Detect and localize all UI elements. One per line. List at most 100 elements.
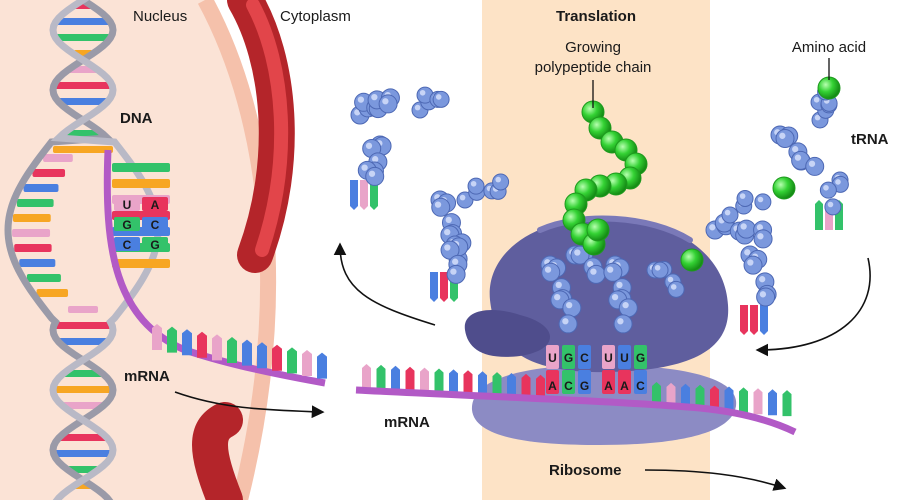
dna-base [16,199,54,207]
dna-backbone [4,0,117,500]
anticodon-letter: U [548,351,557,365]
dna-base-pair [55,34,111,41]
trna-bead-highlight [435,94,442,100]
dna-base-pair [112,259,170,268]
mrna-base [521,373,531,400]
anticodon-letter: U [604,351,613,365]
trna-bead [492,173,510,191]
mrna-base [227,337,237,363]
trna-anticodon-base [760,305,768,335]
trna-bead-highlight [759,291,767,298]
label-trna: tRNA [851,131,889,148]
trna-bead-highlight [419,89,426,96]
trna-bead-highlight [617,318,624,325]
dna-base-letter: C [151,218,160,232]
dna-base [12,229,51,237]
trna-bead [736,219,756,239]
mrna-base [449,369,458,396]
trna-bead [756,287,776,307]
dna-base-pair [62,370,104,377]
dna-base-pair [53,146,113,153]
anticodon-letter: C [580,351,589,365]
anticodon-base [618,345,631,369]
trna-bead [824,198,842,216]
trna-bead-highlight [794,154,802,161]
trna-bead-highlight [813,96,820,103]
trna-bead-highlight [607,266,614,273]
anticodon-base [546,345,559,369]
amino-acid [817,76,841,100]
mrna-base [724,386,734,413]
trna-anticodon-base [740,305,748,335]
rna-base [114,197,140,211]
dna-base-pair [53,322,113,329]
trna-bead-highlight [739,193,746,199]
dna-base-pair [55,18,111,25]
mrna-base [753,388,763,415]
trna-bead-highlight [555,281,562,289]
arrow-ribosome-move [644,469,787,491]
dna-base [36,289,69,297]
dna-base-letter: G [150,238,159,252]
codon-letter: A [620,379,629,393]
trna-bead-highlight [823,184,829,191]
trna-bead-highlight [611,293,619,301]
dna-base [142,217,168,231]
dna-base-pair [68,306,98,313]
trna-bead-highlight [654,264,661,271]
ribosome-exit-site [464,310,550,357]
dna-base-pair [62,130,104,137]
codon-letter: A [548,379,557,393]
mrna-base [242,339,252,366]
codon-letter: C [636,379,645,393]
dna-base-pair [112,179,170,188]
trna-bead-highlight [814,114,821,121]
trna-bead [651,261,669,279]
trna-bead-highlight [792,146,799,153]
label-translation: Translation [556,8,636,25]
trna-bead-highlight [382,98,389,105]
dna-base-pair [53,82,113,89]
trna-bead-highlight [470,180,477,187]
trna-bead-highlight [365,142,373,149]
trna-anticodon-base [440,272,448,302]
dna-base [23,184,59,192]
er-tube-top-highlight [246,0,289,257]
trna-bead-highlight [459,194,466,201]
dna-base [19,259,56,267]
rna-base [114,217,140,231]
rna-base-letter: U [123,198,132,212]
trna-bead [446,264,466,284]
trna-bead-highlight [372,156,379,163]
trna-bead-highlight [779,132,786,139]
trna-bead [467,177,485,195]
trna-bead-highlight [354,109,361,116]
trna-bead-highlight [357,96,365,103]
dna-base-pair [53,450,113,457]
anticodon-letter: G [564,351,573,365]
trna-anticodon-base [430,272,438,302]
codon-base [602,370,615,394]
arrow-trna-exit [333,242,436,326]
trna-bead [541,262,561,282]
dna-base-pair [53,386,113,393]
mrna-base [782,390,792,417]
dna-base [32,169,66,177]
codon-base [546,370,559,394]
trna-bead-highlight [444,244,451,251]
codon-base [562,370,575,394]
dna-base-pair [58,338,108,345]
anticodon-letter: G [636,351,645,365]
trna-bead-highlight [495,176,502,183]
trna-bead-highlight [414,104,421,111]
trna-bead-highlight [554,293,561,301]
mrna-base [257,342,267,369]
dna-base [43,154,73,162]
ribosome-highlight [537,215,693,243]
trna-bead-highlight [574,249,581,256]
trna-bead [613,314,633,334]
label-growing-line1: Growing [565,39,621,56]
trna-anticodon-base [360,180,368,210]
